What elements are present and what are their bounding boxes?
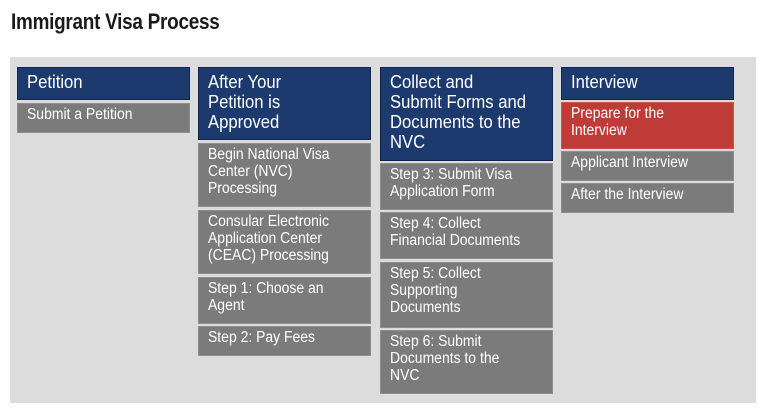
step-label: Financial Documents (390, 232, 521, 249)
column-header-after-approval: After Your Petition is Approved (198, 67, 371, 140)
step-prepare-for-interview[interactable]: Prepare for the Interview (561, 102, 734, 149)
header-line: Petition is (208, 91, 281, 112)
step-label: Step 2: Pay Fees (208, 329, 316, 346)
step-label: Begin National Visa (208, 146, 330, 163)
step-label: Step 5: Collect (390, 265, 481, 282)
step-label: Agent (208, 297, 245, 314)
step-label: Documents to the (390, 350, 500, 367)
step-begin-nvc-processing[interactable]: Begin National Visa Center (NVC) Process… (198, 143, 371, 207)
step-label: Step 3: Submit Visa (390, 166, 513, 183)
step-label: Center (NVC) (208, 163, 293, 180)
step-label: Interview (571, 122, 627, 139)
step-label: Documents (390, 299, 461, 316)
step-label: Supporting (390, 282, 458, 299)
header-line: NVC (390, 131, 426, 152)
step-submit-petition[interactable]: Submit a Petition (17, 103, 190, 133)
step-label: Submit a Petition (27, 106, 133, 123)
step-label: Step 4: Collect (390, 215, 481, 232)
header-line: Approved (208, 111, 280, 132)
step-label: Applicant Interview (571, 154, 689, 171)
step-3-submit-visa-form[interactable]: Step 3: Submit Visa Application Form (380, 163, 553, 210)
step-label: Step 1: Choose an (208, 280, 324, 297)
step-label: Application Form (390, 183, 495, 200)
column-header-petition: Petition (17, 67, 190, 100)
header-line: Collect and (390, 71, 474, 92)
step-label: NVC (390, 367, 420, 384)
step-4-financial-documents[interactable]: Step 4: Collect Financial Documents (380, 212, 553, 259)
step-label: Consular Electronic (208, 213, 329, 230)
step-label: Processing (208, 180, 278, 197)
header-line: After Your (208, 71, 282, 92)
page-title: Immigrant Visa Process (11, 9, 220, 34)
column-header-interview: Interview (561, 67, 734, 100)
header-line: Interview (571, 71, 638, 92)
step-2-pay-fees[interactable]: Step 2: Pay Fees (198, 326, 371, 356)
column-header-collect-submit: Collect and Submit Forms and Documents t… (380, 67, 553, 161)
header-line: Documents to the (390, 111, 521, 132)
step-label: (CEAC) Processing (208, 247, 329, 264)
step-label: Application Center (208, 230, 323, 247)
step-label: After the Interview (571, 186, 684, 203)
step-applicant-interview[interactable]: Applicant Interview (561, 151, 734, 181)
step-5-supporting-documents[interactable]: Step 5: Collect Supporting Documents (380, 262, 553, 328)
step-6-submit-documents[interactable]: Step 6: Submit Documents to the NVC (380, 330, 553, 394)
step-1-choose-agent[interactable]: Step 1: Choose an Agent (198, 277, 371, 324)
header-line: Submit Forms and (390, 91, 527, 112)
step-after-interview[interactable]: After the Interview (561, 183, 734, 213)
step-label: Step 6: Submit (390, 333, 482, 350)
step-label: Prepare for the (571, 105, 665, 122)
step-ceac-processing[interactable]: Consular Electronic Application Center (… (198, 210, 371, 274)
header-line: Petition (27, 71, 83, 92)
